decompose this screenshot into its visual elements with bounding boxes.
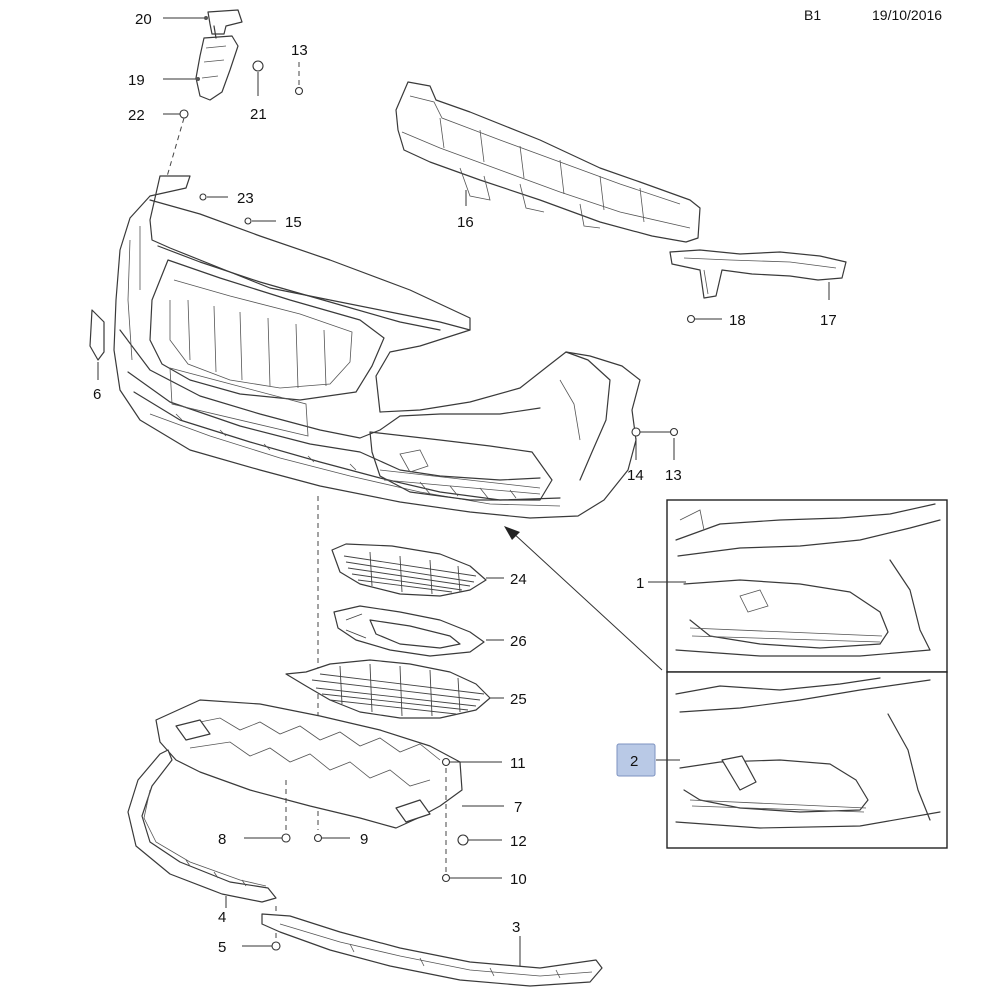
inset-detail-1	[675, 503, 941, 657]
inset-frame-top	[666, 499, 948, 673]
callout-7: 7	[514, 799, 522, 816]
callout-14: 14	[627, 467, 644, 484]
callout-1: 1	[636, 575, 644, 592]
callout-20: 20	[135, 11, 152, 28]
spoiler-lip-4	[127, 749, 277, 903]
clip-11	[441, 757, 451, 767]
callout-11: 11	[510, 755, 526, 772]
nut-12	[457, 834, 469, 846]
clip-13-side	[669, 427, 679, 437]
nut-22	[179, 109, 189, 119]
callout-21: 21	[250, 106, 267, 123]
callout-12: 12	[510, 833, 527, 850]
callout-22: 22	[128, 107, 145, 124]
callout-6: 6	[93, 386, 101, 403]
screw-10	[441, 873, 451, 883]
bumper-cover-1	[113, 175, 641, 519]
callout-4: 4	[218, 909, 226, 926]
callout-3: 3	[512, 919, 520, 936]
callout-13-top: 13	[291, 42, 308, 59]
screw-5	[271, 941, 281, 951]
callout-13-side: 13	[665, 467, 682, 484]
callout-18: 18	[729, 312, 746, 329]
underbody-shield-7	[155, 699, 463, 829]
callout-8: 8	[218, 831, 226, 848]
callout-2-highlight	[616, 743, 656, 777]
screw-18	[686, 314, 696, 324]
sheet-code: B1	[804, 7, 821, 23]
inset-detail-2	[675, 677, 941, 829]
side-bracket-17	[669, 249, 847, 299]
grille-25	[285, 659, 491, 719]
screw-8	[281, 833, 291, 843]
nut-14	[631, 427, 641, 437]
clip-15	[244, 217, 252, 225]
callout-16: 16	[457, 214, 474, 231]
screw-23	[199, 193, 207, 201]
grille-24	[331, 543, 487, 597]
callout-9: 9	[360, 831, 368, 848]
reflector-6	[89, 309, 105, 361]
grille-frame-26	[333, 605, 485, 657]
callout-15: 15	[285, 214, 302, 231]
callout-5: 5	[218, 939, 226, 956]
bracket-assembly-19-20	[195, 9, 243, 101]
callout-17: 17	[820, 312, 837, 329]
callout-25: 25	[510, 691, 527, 708]
trim-strip-3	[261, 913, 603, 987]
clip-13-top	[294, 86, 304, 96]
callout-10: 10	[510, 871, 527, 888]
diagram-date: 19/10/2016	[872, 7, 942, 23]
callout-19: 19	[128, 72, 145, 89]
callout-24: 24	[510, 571, 527, 588]
callout-23: 23	[237, 190, 254, 207]
callout-2: 2	[630, 753, 638, 770]
callout-26: 26	[510, 633, 527, 650]
screw-9	[313, 833, 323, 843]
energy-absorber-16	[395, 81, 701, 243]
screw-21	[252, 60, 264, 72]
